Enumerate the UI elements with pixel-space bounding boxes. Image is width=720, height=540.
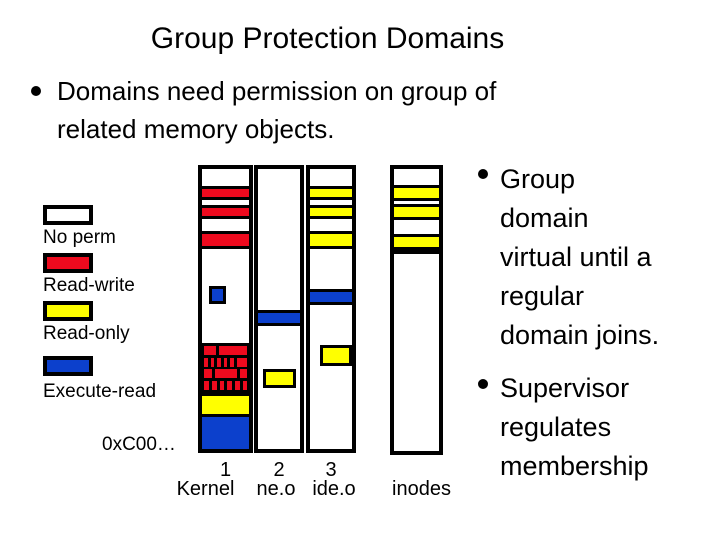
- memory-column-Kernel: [198, 165, 253, 453]
- column-name-label: ide.o: [312, 478, 356, 500]
- column-number-label: 3: [325, 459, 337, 481]
- bullet-line: related memory objects.: [57, 114, 335, 144]
- bullet-line: membership: [500, 451, 649, 481]
- legend-item-execute-read: Execute-read: [43, 356, 156, 403]
- execute-read-swatch: [43, 356, 93, 376]
- bullet-icon: [478, 169, 488, 179]
- legend-item-no-perm: No perm: [43, 205, 116, 249]
- read-write-fragmented-region: [202, 343, 249, 393]
- read-only-block: [263, 369, 296, 388]
- right-bullet-supervisor: Supervisor regulates membership: [500, 369, 649, 486]
- legend-item-read-write: Read-write: [43, 253, 135, 297]
- bullet-line: domain joins.: [500, 320, 660, 350]
- bullet-line: Supervisor: [500, 373, 630, 403]
- bullet-line: Domains need permission on group of: [57, 76, 497, 106]
- execute-read-band: [258, 310, 300, 326]
- read-write-band: [202, 205, 249, 219]
- column-name-label: inodes: [392, 478, 451, 500]
- bullet-line: domain: [500, 203, 589, 233]
- memory-column-ne.o: [254, 165, 304, 453]
- column-name-label: Kernel: [176, 478, 235, 500]
- legend-label: Read-only: [43, 323, 130, 344]
- read-only-band: [394, 234, 439, 250]
- main-bullet-text: Domains need permission on group of rela…: [57, 72, 496, 148]
- bullet-line: regulates: [500, 412, 612, 442]
- right-bullet-group-domain: Group domain virtual until a regular dom…: [500, 160, 659, 355]
- read-only-band: [394, 204, 439, 220]
- read-write-swatch: [43, 253, 93, 273]
- no-perm-swatch: [43, 205, 93, 225]
- address-label: 0xC00…: [102, 434, 176, 455]
- read-write-band: [202, 231, 249, 249]
- bullet-line: virtual until a: [500, 242, 652, 272]
- page-title: Group Protection Domains: [150, 22, 505, 55]
- read-only-band: [394, 185, 439, 201]
- legend-label: No perm: [43, 227, 116, 248]
- read-only-band: [310, 231, 352, 249]
- bullet-icon: [31, 86, 41, 96]
- read-write-band: [202, 186, 249, 200]
- bullet-line: Group: [500, 164, 576, 194]
- execute-read-block: [209, 286, 226, 304]
- column-number-label: 2: [273, 459, 285, 481]
- execute-read-band: [202, 414, 249, 449]
- legend-label: Execute-read: [43, 381, 157, 402]
- column-name-label: ne.o: [256, 478, 296, 500]
- legend-label: Read-write: [43, 275, 135, 296]
- read-only-block: [320, 345, 352, 366]
- read-only-band: [310, 186, 352, 200]
- column-number-label: 1: [219, 459, 232, 481]
- memory-column-ide.o: [306, 165, 356, 453]
- bullet-icon: [478, 379, 488, 389]
- execute-read-band: [310, 289, 352, 305]
- read-only-band: [310, 205, 352, 219]
- legend-item-read-only: Read-only: [43, 301, 130, 345]
- separator-band: [394, 250, 439, 254]
- memory-column-inodes: [390, 165, 443, 455]
- bullet-line: regular: [500, 281, 585, 311]
- read-only-swatch: [43, 301, 93, 321]
